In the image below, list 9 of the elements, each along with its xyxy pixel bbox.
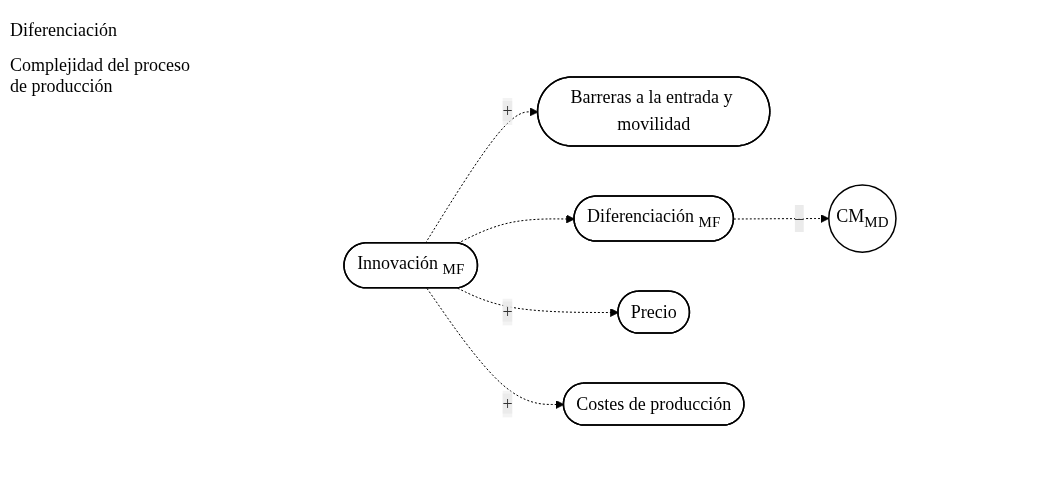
edge-label: + — [501, 100, 513, 121]
arrow — [732, 214, 829, 223]
annotation-text: Complejidad del proceso de producción — [10, 55, 190, 97]
edge-label: + — [501, 393, 513, 414]
arrow — [425, 287, 564, 409]
annotation-text: Diferenciación — [10, 20, 118, 41]
node-circle: CM$_{MD}$ — [827, 184, 897, 253]
edge-label: + — [501, 301, 513, 322]
edge-label: – — [794, 207, 804, 228]
